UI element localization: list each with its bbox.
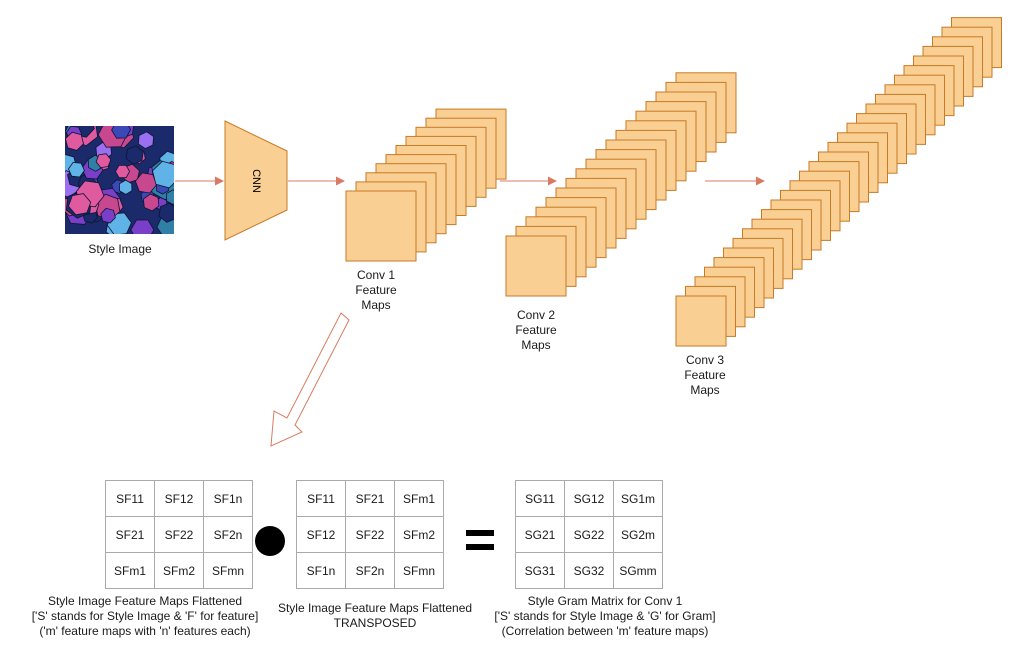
matrix-cell: SGmm bbox=[613, 552, 663, 589]
cube-tile bbox=[118, 179, 133, 195]
conv1-caption: Conv 1 Feature Maps bbox=[355, 268, 397, 312]
matrix-row: SG11 SG12 SG1m bbox=[515, 480, 663, 517]
style-image bbox=[65, 126, 174, 234]
gram-matrix-caption: Style Gram Matrix for Conv 1 ['S' stands… bbox=[494, 594, 716, 638]
cube-tile bbox=[111, 126, 132, 139]
cnn-block: CNN bbox=[224, 120, 288, 241]
matrix-cell: SF21 bbox=[105, 516, 155, 553]
matrix-cell: SF11 bbox=[296, 480, 346, 517]
matrix-row: SF21 SF22 SF2n bbox=[105, 516, 253, 553]
transposed-matrix-caption: Style Image Feature Maps Flattened TRANS… bbox=[277, 601, 473, 630]
cube-tile bbox=[65, 131, 84, 151]
matrix-cell: SG2m bbox=[613, 516, 663, 553]
matrix-row: SG31 SG32 SGmm bbox=[515, 552, 663, 589]
cube-tile bbox=[115, 164, 131, 179]
conv3-caption: Conv 3 Feature Maps bbox=[684, 353, 726, 397]
conv3-feature-map-stack bbox=[675, 17, 1002, 347]
matrix-cell: SFmn bbox=[394, 552, 444, 589]
matrix-cell: SFm1 bbox=[394, 480, 444, 517]
cube-tile bbox=[142, 193, 160, 212]
flatten-arrow bbox=[270, 312, 350, 447]
cube-tile bbox=[125, 145, 144, 165]
conv2-feature-map-stack bbox=[505, 72, 737, 297]
matrix-cell: SF21 bbox=[345, 480, 395, 517]
cube-tile bbox=[95, 153, 112, 169]
feature-map bbox=[505, 235, 567, 297]
matrix-cell: SF22 bbox=[345, 516, 395, 553]
matrix-cell: SG32 bbox=[564, 552, 614, 589]
matrix-cell: SG21 bbox=[515, 516, 565, 553]
matrix-cell: SF1n bbox=[296, 552, 346, 589]
matrix-row: SF1n SF2n SFmn bbox=[296, 552, 444, 589]
matrix-cell: SFm1 bbox=[105, 552, 155, 589]
matrix-cell: SG12 bbox=[564, 480, 614, 517]
matrix-row: SF11 SF21 SFm1 bbox=[296, 480, 444, 517]
cube-tile bbox=[130, 219, 155, 234]
feature-map bbox=[675, 295, 727, 347]
matrix-cell: SG11 bbox=[515, 480, 565, 517]
matrix-row: SF12 SF22 SFm2 bbox=[296, 516, 444, 553]
black-circle-icon bbox=[255, 526, 285, 556]
cube-tile bbox=[152, 160, 174, 189]
matrix-cell: SG1m bbox=[613, 480, 663, 517]
gram-matrix: SG11 SG12 SG1m SG21 SG22 SG2m SG31 SG32 … bbox=[515, 480, 663, 589]
cube-tile bbox=[158, 202, 174, 223]
flattened-feature-matrix: SF11 SF12 SF1n SF21 SF22 SF2n SFm1 SFm2 … bbox=[105, 480, 253, 589]
flattened-matrix-caption: Style Image Feature Maps Flattened ['S' … bbox=[31, 594, 259, 638]
matrix-row: SF11 SF12 SF1n bbox=[105, 480, 253, 517]
matrix-cell: SF2n bbox=[203, 516, 253, 553]
matrix-cell: SFmn bbox=[203, 552, 253, 589]
cube-tile bbox=[166, 189, 174, 205]
matrix-row: SG21 SG22 SG2m bbox=[515, 516, 663, 553]
matrix-cell: SF11 bbox=[105, 480, 155, 517]
matrix-cell: SG31 bbox=[515, 552, 565, 589]
conv1-feature-map-stack bbox=[345, 108, 507, 262]
style-image-cubes bbox=[65, 126, 174, 234]
equals-sign-icon bbox=[466, 530, 494, 550]
cube-tile bbox=[68, 193, 92, 216]
matrix-cell: SF1n bbox=[203, 480, 253, 517]
matrix-cell: SG22 bbox=[564, 516, 614, 553]
matrix-cell: SF22 bbox=[154, 516, 204, 553]
matrix-cell: SFm2 bbox=[394, 516, 444, 553]
cube-tile bbox=[68, 161, 85, 178]
transposed-feature-matrix: SF11 SF21 SFm1 SF12 SF22 SFm2 SF1n SF2n … bbox=[296, 480, 444, 589]
cube-tile bbox=[100, 207, 116, 224]
matrix-cell: SF12 bbox=[154, 480, 204, 517]
style-image-caption: Style Image bbox=[88, 242, 152, 256]
cube-tile bbox=[137, 131, 155, 150]
feature-map bbox=[345, 190, 417, 262]
matrix-cell: SF2n bbox=[345, 552, 395, 589]
conv2-caption: Conv 2 Feature Maps bbox=[515, 308, 557, 352]
matrix-cell: SFm2 bbox=[154, 552, 204, 589]
matrix-row: SFm1 SFm2 SFmn bbox=[105, 552, 253, 589]
cnn-label: CNN bbox=[250, 169, 262, 193]
matrix-cell: SF12 bbox=[296, 516, 346, 553]
